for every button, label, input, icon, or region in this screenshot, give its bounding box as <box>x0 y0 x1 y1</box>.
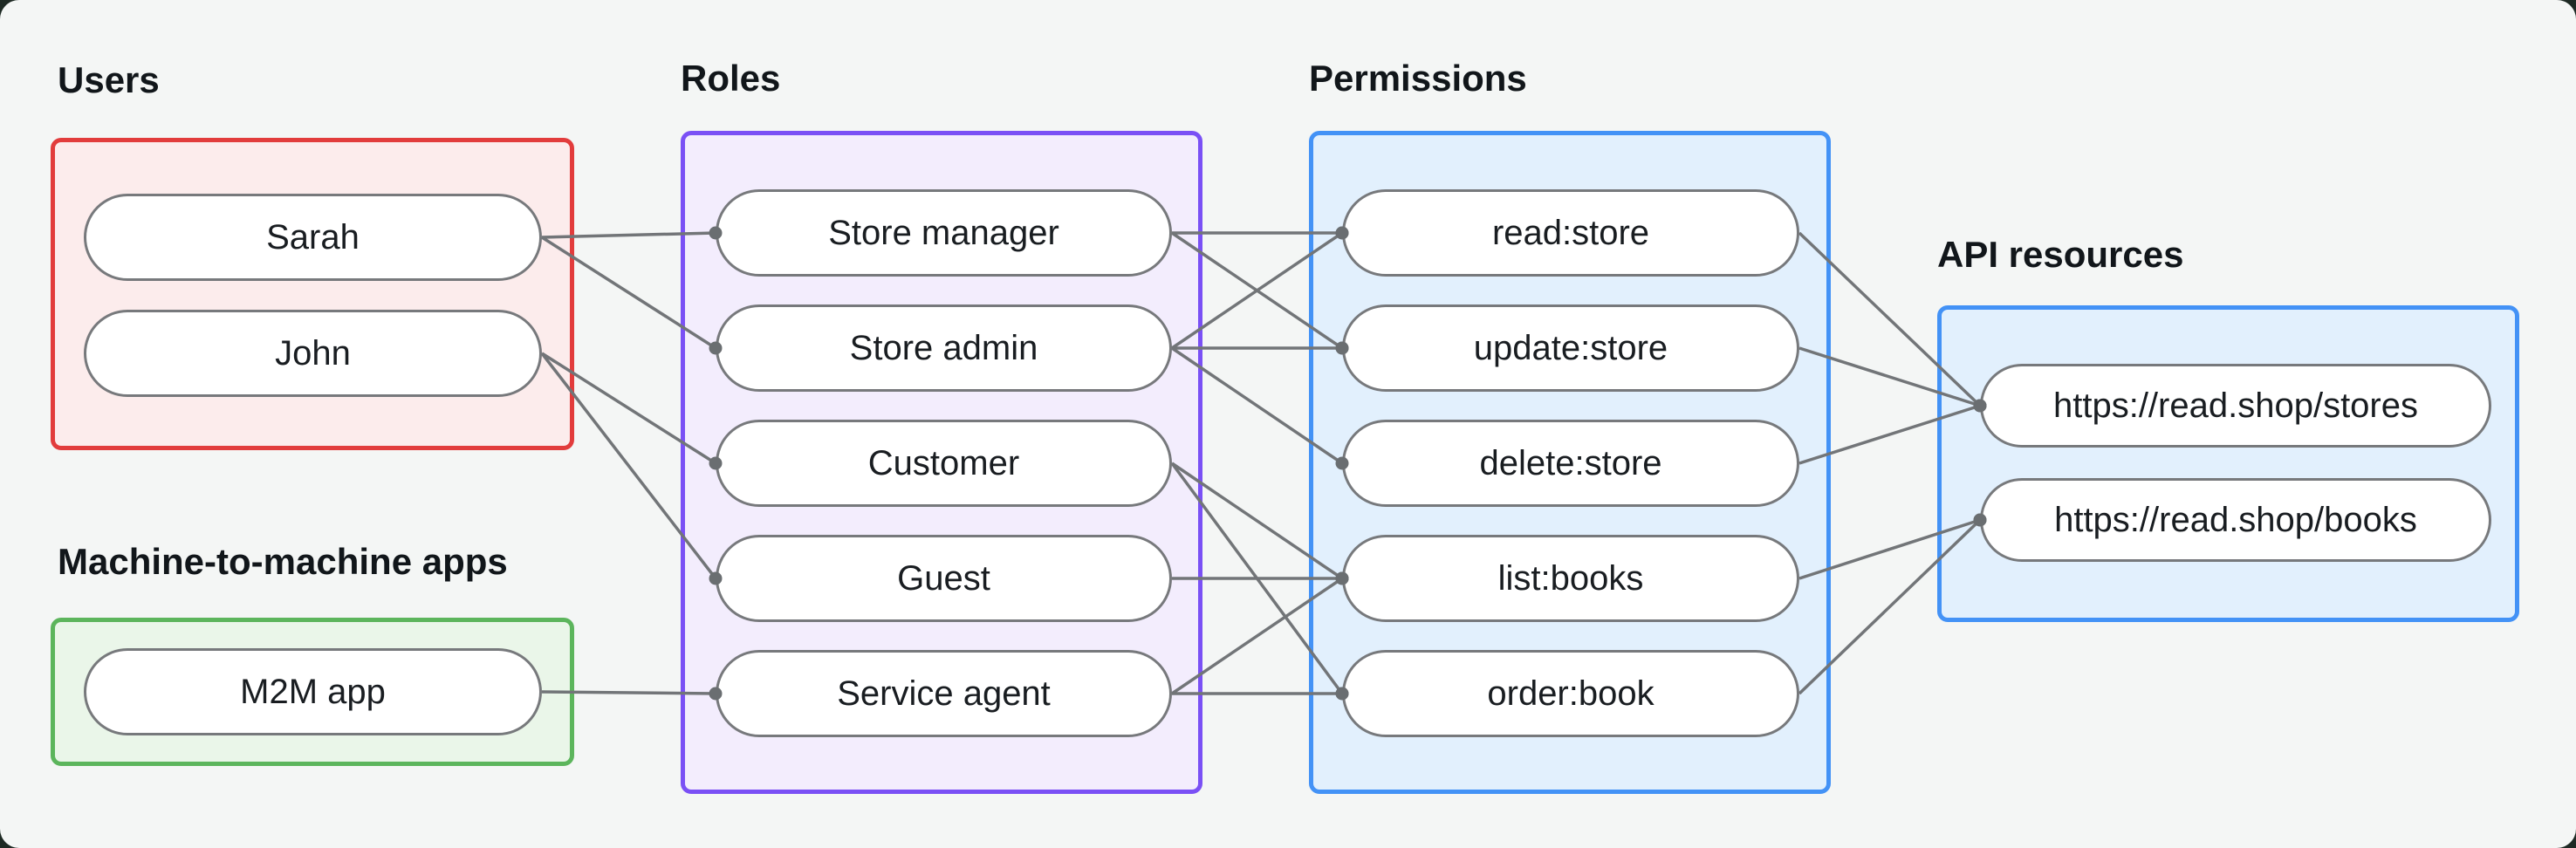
edge-store-admin-to-delete-store <box>1171 346 1343 465</box>
group-m2m-label: Machine-to-machine apps <box>58 541 508 582</box>
edge-customer-to-order-book <box>1170 462 1344 695</box>
edge-delete-store-to-stores-api <box>1798 404 1981 465</box>
group-api-label: API resources <box>1937 234 2184 275</box>
node-guest: Guest <box>716 535 1172 622</box>
edge-list-books-to-books-api <box>1798 518 1981 580</box>
edge-dot-guest <box>709 571 723 585</box>
edge-customer-to-list-books <box>1171 462 1343 580</box>
edge-dot-stores-api <box>1973 399 1987 413</box>
edge-dot-delete-store <box>1335 456 1349 470</box>
edge-dot-stores-api <box>1973 399 1987 413</box>
edge-service-agent-to-list-books <box>1171 577 1343 695</box>
node-list-books: list:books <box>1342 535 1799 622</box>
node-store-manager: Store manager <box>716 189 1172 277</box>
edge-dot-store-manager <box>709 226 723 240</box>
node-read-store: read:store <box>1342 189 1799 277</box>
edge-dot-order-book <box>1335 687 1349 701</box>
group-roles-label: Roles <box>681 58 781 99</box>
edge-dot-books-api <box>1973 513 1987 527</box>
edge-dot-list-books <box>1335 571 1349 585</box>
edge-store-admin-to-read-store <box>1171 231 1343 350</box>
node-stores-api: https://read.shop/stores <box>1980 364 2491 448</box>
group-users-label: Users <box>58 59 160 100</box>
node-customer: Customer <box>716 420 1172 507</box>
edge-store-manager-to-update-store <box>1171 231 1343 350</box>
group-users-box <box>51 138 574 450</box>
node-service-agent: Service agent <box>716 650 1172 737</box>
node-sarah: Sarah <box>84 194 542 281</box>
edge-dot-update-store <box>1335 341 1349 355</box>
edge-read-store-to-stores-api <box>1798 231 1982 407</box>
node-m2m-app: M2M app <box>84 648 542 735</box>
node-delete-store: delete:store <box>1342 420 1799 507</box>
edge-dot-read-store <box>1335 226 1349 240</box>
node-books-api: https://read.shop/books <box>1980 478 2491 562</box>
edge-dot-stores-api <box>1973 399 1987 413</box>
group-permissions-box <box>1309 131 1831 794</box>
edge-dot-read-store <box>1335 226 1349 240</box>
node-store-admin: Store admin <box>716 304 1172 392</box>
edge-order-book-to-books-api <box>1798 518 1982 695</box>
edge-sarah-to-store-manager <box>541 231 716 239</box>
group-permissions-label: Permissions <box>1309 58 1527 99</box>
edge-dot-customer <box>709 456 723 470</box>
edge-dot-list-books <box>1335 571 1349 585</box>
node-update-store: update:store <box>1342 304 1799 392</box>
edge-sarah-to-store-admin <box>541 236 716 350</box>
edge-john-to-guest <box>540 352 717 580</box>
edge-update-store-to-stores-api <box>1798 346 1981 407</box>
edge-dot-update-store <box>1335 341 1349 355</box>
node-order-book: order:book <box>1342 650 1799 737</box>
edge-dot-service-agent <box>709 687 723 701</box>
edge-dot-books-api <box>1973 513 1987 527</box>
group-m2m-box <box>51 618 574 766</box>
group-roles-box <box>681 131 1202 794</box>
edge-m2m-app-to-service-agent <box>541 690 716 695</box>
edge-john-to-customer <box>541 352 716 465</box>
edge-dot-list-books <box>1335 571 1349 585</box>
node-john: John <box>84 310 542 397</box>
edge-dot-store-admin <box>709 341 723 355</box>
group-api-box <box>1937 305 2519 622</box>
edge-dot-order-book <box>1335 687 1349 701</box>
